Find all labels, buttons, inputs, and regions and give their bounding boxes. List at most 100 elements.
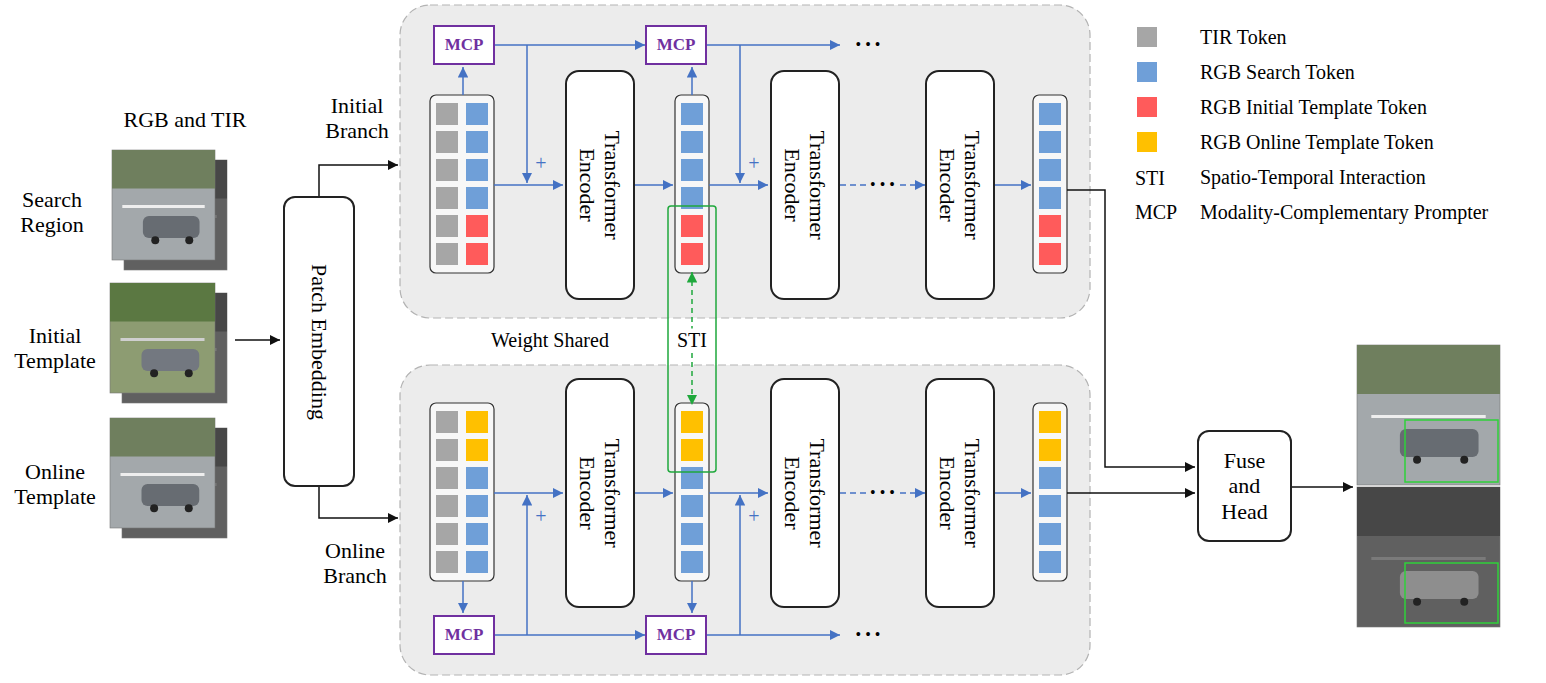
encoder-box: Transformer Encoder	[565, 70, 635, 300]
token	[681, 215, 703, 237]
car-wheel	[151, 236, 159, 244]
car-body	[1400, 429, 1479, 457]
flow-arrow	[739, 45, 741, 183]
token	[466, 243, 488, 265]
token	[436, 103, 458, 125]
encoder-box: Transformer Encoder	[770, 70, 840, 300]
token	[1039, 411, 1061, 433]
flow-arrow	[709, 492, 768, 494]
token	[436, 467, 458, 489]
token-stack	[430, 403, 494, 581]
token	[436, 159, 458, 181]
flow-arrow	[635, 492, 673, 494]
node-text: MCP	[657, 35, 696, 55]
flow-arrow	[995, 184, 1031, 186]
encoder-box: Transformer Encoder	[925, 378, 995, 608]
initial-template-image	[110, 283, 215, 393]
legend-text: TIR Token	[1200, 26, 1287, 49]
photo-frame	[110, 418, 215, 528]
node-text: Patch Embedding	[306, 212, 331, 472]
input-name: Search Region	[2, 187, 102, 238]
sti-label: STI	[674, 329, 710, 352]
token	[466, 187, 488, 209]
token	[436, 551, 458, 573]
encoder-box: Transformer Encoder	[925, 70, 995, 300]
flow-arrow	[707, 634, 840, 636]
ellipsis: • • •	[856, 626, 881, 644]
legend-abbreviation: MCP	[1135, 201, 1177, 224]
branch-panel	[400, 365, 1090, 675]
token	[1039, 103, 1061, 125]
photo-frame	[112, 150, 215, 260]
result-tir-image	[1357, 487, 1500, 627]
legend-text: Spatio-Temporal Interaction	[1200, 166, 1426, 189]
token	[466, 495, 488, 517]
photo-background	[1357, 487, 1500, 536]
mcp-box: MCP	[645, 25, 707, 65]
token	[466, 159, 488, 181]
photo-frame	[1357, 345, 1500, 485]
token	[436, 495, 458, 517]
car-body	[143, 216, 200, 238]
ellipsis: • • •	[856, 36, 881, 54]
flow-arrow	[1067, 190, 1195, 467]
token	[1039, 439, 1061, 461]
connector	[495, 634, 645, 636]
token	[681, 495, 703, 517]
token-stack	[675, 95, 709, 273]
flow-arrow	[691, 67, 693, 95]
online-template-image	[110, 418, 215, 528]
ellipsis: • • •	[867, 484, 898, 502]
node-text: Fuse and Head	[1214, 448, 1276, 524]
branch-name: Online Branch	[310, 538, 400, 589]
token	[1039, 495, 1061, 517]
node-text: Transformer Encoder	[575, 120, 626, 250]
legend-swatch	[1137, 132, 1157, 152]
encoder-box: Transformer Encoder	[770, 378, 840, 608]
token	[681, 439, 703, 461]
node-text: Transformer Encoder	[575, 428, 626, 558]
flow-arrow	[494, 184, 563, 186]
flow-arrow	[235, 339, 280, 341]
token	[436, 439, 458, 461]
token	[681, 411, 703, 433]
car-wheel	[1413, 598, 1421, 606]
token-stack	[675, 403, 709, 581]
token	[681, 103, 703, 125]
token	[681, 159, 703, 181]
flow-arrow	[635, 184, 673, 186]
token	[681, 523, 703, 545]
token	[1039, 467, 1061, 489]
flow-arrow	[691, 581, 693, 613]
branch-panel	[400, 5, 1090, 318]
token	[681, 467, 703, 489]
token	[681, 551, 703, 573]
node-text: MCP	[445, 625, 484, 645]
mcp-box: MCP	[645, 615, 707, 655]
token	[436, 243, 458, 265]
legend-text: RGB Initial Template Token	[1200, 96, 1427, 119]
weight-shared-note: Weight Shared	[491, 329, 609, 352]
token-stack-frame	[430, 95, 494, 273]
flow-arrow	[462, 581, 464, 613]
token-stack-frame	[430, 403, 494, 581]
car-body	[142, 349, 200, 371]
token	[1039, 131, 1061, 153]
mcp-box: MCP	[433, 25, 495, 65]
token	[1039, 187, 1061, 209]
flow-arrow	[707, 44, 840, 46]
legend-text: RGB Online Template Token	[1200, 131, 1434, 154]
token	[1039, 551, 1061, 573]
token-stack	[1033, 403, 1067, 581]
photo-background	[1357, 345, 1500, 394]
branch-name: Initial Branch	[312, 93, 402, 144]
plus-sign: +	[748, 505, 759, 528]
car-wheel	[185, 369, 193, 377]
car-wheel	[185, 236, 193, 244]
token-stack-frame	[675, 95, 709, 273]
photo-background	[112, 150, 215, 189]
token	[466, 411, 488, 433]
flow-arrow	[319, 165, 398, 196]
result-rgb-image	[1357, 345, 1500, 485]
bounding-box	[1405, 420, 1498, 482]
